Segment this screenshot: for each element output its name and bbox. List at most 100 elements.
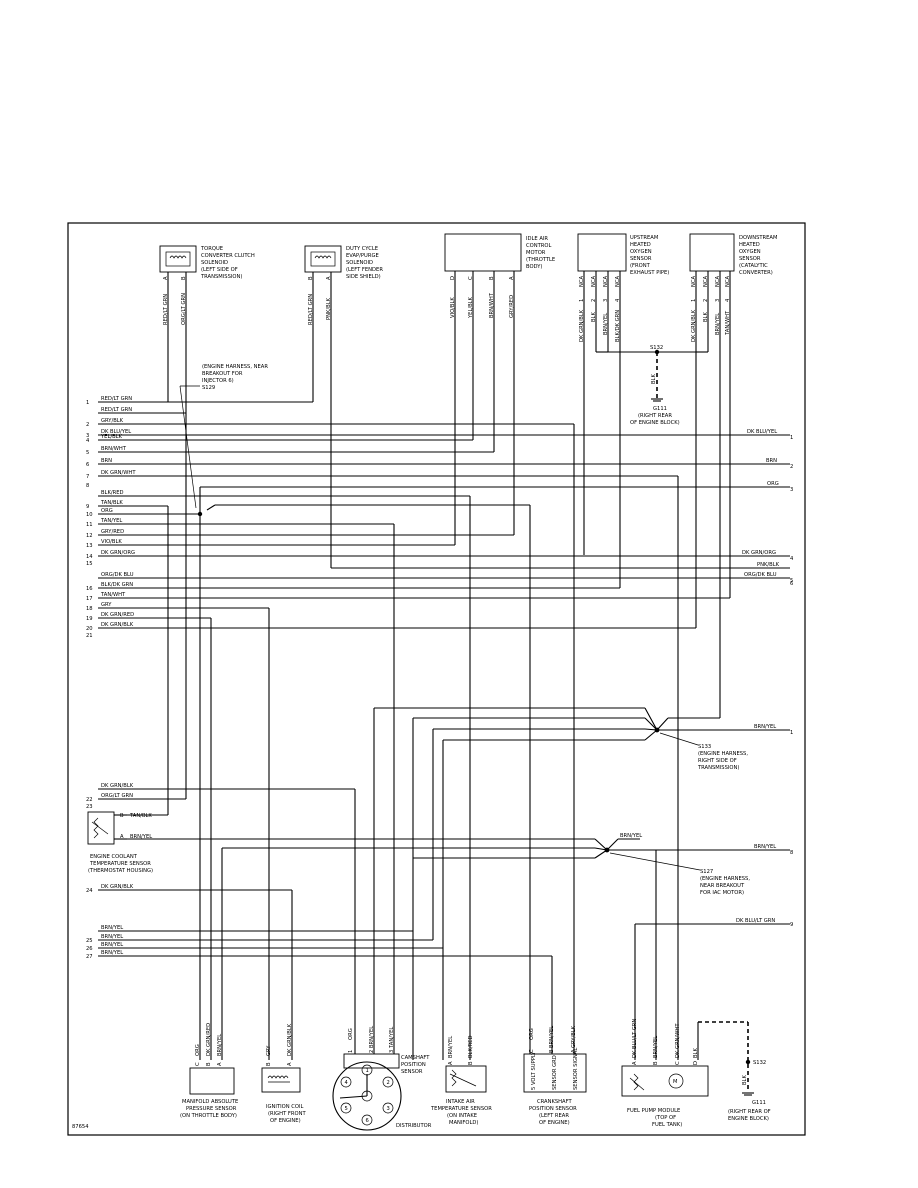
cmp-label-3: SENSOR — [401, 1069, 423, 1075]
g111-bottom-2: (RIGHT REAR OF — [728, 1109, 771, 1115]
left-wire-number: 8 — [86, 483, 89, 489]
s133-label-1: S133 — [698, 744, 711, 750]
evap-label-5: SIDE SHIELD) — [346, 274, 381, 280]
upo2-num-3: 3 — [603, 299, 609, 302]
right-wire-number: 2 — [790, 464, 793, 470]
iat-pin-b: B — [468, 1061, 474, 1065]
left-wire-label: DK BLU/YEL — [101, 429, 131, 435]
iat-label-1: INTAKE AIR — [446, 1099, 475, 1105]
fp-label-1: FUEL PUMP MODULE — [627, 1108, 680, 1114]
left-lower-wire-number: 27 — [86, 954, 93, 960]
downo2-nca-2: NCA — [703, 275, 709, 287]
s129-label-1: (ENGINE HARNESS, NEAR — [202, 364, 268, 370]
ect-label-1: ENGINE COOLANT — [90, 854, 138, 860]
map-label-3: (ON THROTTLE BODY) — [180, 1113, 237, 1119]
upo2-label-5: (FRONT — [630, 263, 651, 269]
g111-top-3: OF ENGINE BLOCK) — [630, 420, 680, 426]
right-wire-number: 9 — [790, 922, 793, 928]
ect-label-3: (THERMOSTAT HOUSING) — [88, 868, 153, 874]
left-wire-number: 19 — [86, 616, 93, 622]
iac-label-1: IDLE AIR — [526, 236, 548, 242]
cmp-pin-3: 3 — [389, 1050, 395, 1053]
left-wire-number: 2 — [86, 422, 89, 428]
left-wire-label: DK GRN/ORG — [101, 550, 135, 556]
map-pin-1: C — [195, 1062, 201, 1066]
ground-top-wire: BLK — [651, 374, 657, 384]
left-lower-wire-label: BRN/YEL — [101, 950, 123, 956]
left-wire-number: 18 — [86, 606, 93, 612]
left-wire-label: ORG/DK BLU — [101, 572, 134, 578]
upo2-wire-4: BLK/DK GRN — [615, 310, 621, 342]
iac-wire-2: YEL/BLK — [468, 296, 474, 319]
fp-wire-2: BRN/YEL — [653, 1036, 659, 1058]
right-wire-number: 1 — [790, 435, 793, 441]
iat-label-2: TEMPERATURE SENSOR — [430, 1106, 492, 1112]
ckp-pin-b: B — [549, 1049, 555, 1053]
right-wire-label: BRN/YEL — [754, 724, 776, 730]
ckp-label-3: (LEFT REAR — [539, 1113, 569, 1119]
left-wire-label: DK GRN/BLK — [101, 622, 134, 628]
iac-label-2: CONTROL — [526, 243, 551, 249]
distributor-terminal — [340, 1102, 352, 1114]
right-wire-number: 1 — [790, 730, 793, 736]
left-wire-number: 15 — [86, 561, 93, 567]
left-wire-label: TAN/WHT — [100, 592, 126, 598]
evap-pin-2: A — [326, 276, 332, 280]
ckp-label-4: OF ENGINE) — [539, 1120, 570, 1126]
iac-pin-2: C — [468, 276, 474, 280]
left-wire-label: TAN/BLK — [100, 500, 123, 506]
iat-label-4: MANIFOLD) — [449, 1120, 478, 1126]
left-lower-wire-number: 22 — [86, 797, 93, 803]
coil-pin-b: B — [266, 1062, 272, 1066]
coil-wire-2: DK GRN/BLK — [287, 1023, 293, 1056]
distributor-terminal — [382, 1076, 394, 1088]
downo2-wire-2: BLK — [703, 312, 709, 322]
figure-number: 87654 — [72, 1124, 89, 1130]
ckp-pin-c: C — [529, 1049, 535, 1053]
fp-wire-3: DK GRN/WHT — [675, 1023, 681, 1058]
downo2-wire-3: BRN/YEL — [715, 313, 721, 335]
splice-s133: S133 (ENGINE HARNESS, RIGHT SIDE OF TRAN… — [373, 707, 790, 1060]
iat-pin-a: A — [448, 1061, 454, 1065]
evap-wire-2: PNK/BLK — [326, 297, 332, 320]
map-pin-2: B — [206, 1062, 212, 1066]
iac-wire-3: BRN/WHT — [489, 292, 495, 318]
upo2-label-1: UPSTREAM — [630, 235, 658, 241]
evap-label-3: SOLENOID — [346, 260, 373, 266]
ect-pin-a: A — [120, 834, 124, 840]
left-wire-number: 6 — [86, 462, 89, 468]
left-wire-label: VIO/BLK — [101, 539, 122, 545]
tcc-label-3: SOLENOID — [201, 260, 228, 266]
top-vertical-wires — [167, 271, 731, 718]
left-lower-wire-label: ORG/LT GRN — [101, 793, 133, 799]
tcc-pin-b: B — [181, 276, 187, 280]
g111-top-2: (RIGHT REAR — [638, 413, 672, 419]
left-wire-label: GRY — [101, 602, 112, 608]
s127-label-2: (ENGINE HARNESS, — [700, 876, 750, 882]
left-wire-label: GRY/RED — [101, 529, 124, 535]
right-wire-label: BRN/YEL — [620, 833, 642, 839]
upo2-wire-3: BRN/YEL — [603, 313, 609, 335]
upo2-num-4: 4 — [615, 298, 621, 302]
fp-pin-d: D — [693, 1061, 699, 1065]
cmp-wire-3: TAN/YEL — [389, 1027, 395, 1049]
left-wire-label: YEL/BLK — [100, 434, 123, 440]
s129-label-2: BREAKOUT FOR — [202, 371, 243, 377]
upo2-wire-2: BLK — [591, 312, 597, 322]
upo2-label-6: EXHAUST PIPE) — [630, 270, 669, 276]
upo2-label-2: HEATED — [630, 242, 651, 248]
coil-wire-1: GRY — [266, 1045, 272, 1056]
right-wire-label: ORG — [767, 481, 779, 487]
left-wire-label: TAN/YEL — [100, 518, 122, 524]
tcc-label-5: TRANSMISSION) — [200, 274, 242, 280]
left-wire-number: 7 — [86, 474, 89, 480]
downo2-nca-3: NCA — [715, 275, 721, 287]
left-harness-lower — [98, 413, 790, 1060]
iat-wire-1: BRN/YEL — [448, 1036, 454, 1058]
left-lower-wire-number: 25 — [86, 938, 93, 944]
upo2-nca-3: NCA — [603, 275, 609, 287]
